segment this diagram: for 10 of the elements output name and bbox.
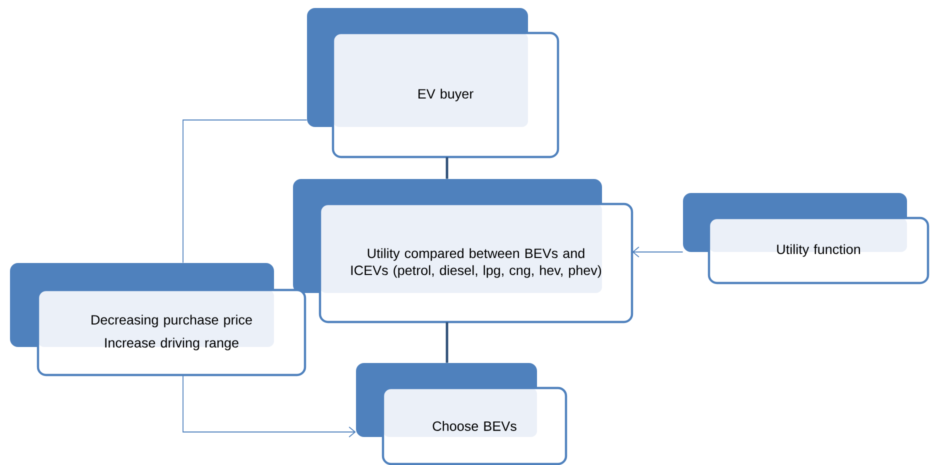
- process-box: Choose BEVs: [356, 363, 568, 465]
- arrow: [182, 374, 356, 438]
- process-box: EV buyer: [307, 8, 560, 158]
- connector-line: [446, 157, 448, 179]
- process-box: Utility compared between BEVs and ICEVs (petrol, diesel, lpg, cng, hev, phev): [293, 179, 634, 324]
- connector-line: [446, 322, 448, 363]
- process-box: Decreasing purchase price Increase driving range: [10, 263, 306, 376]
- process-box: Utility function: [683, 193, 930, 284]
- connector-line: [182, 120, 308, 264]
- arrow: [632, 246, 684, 258]
